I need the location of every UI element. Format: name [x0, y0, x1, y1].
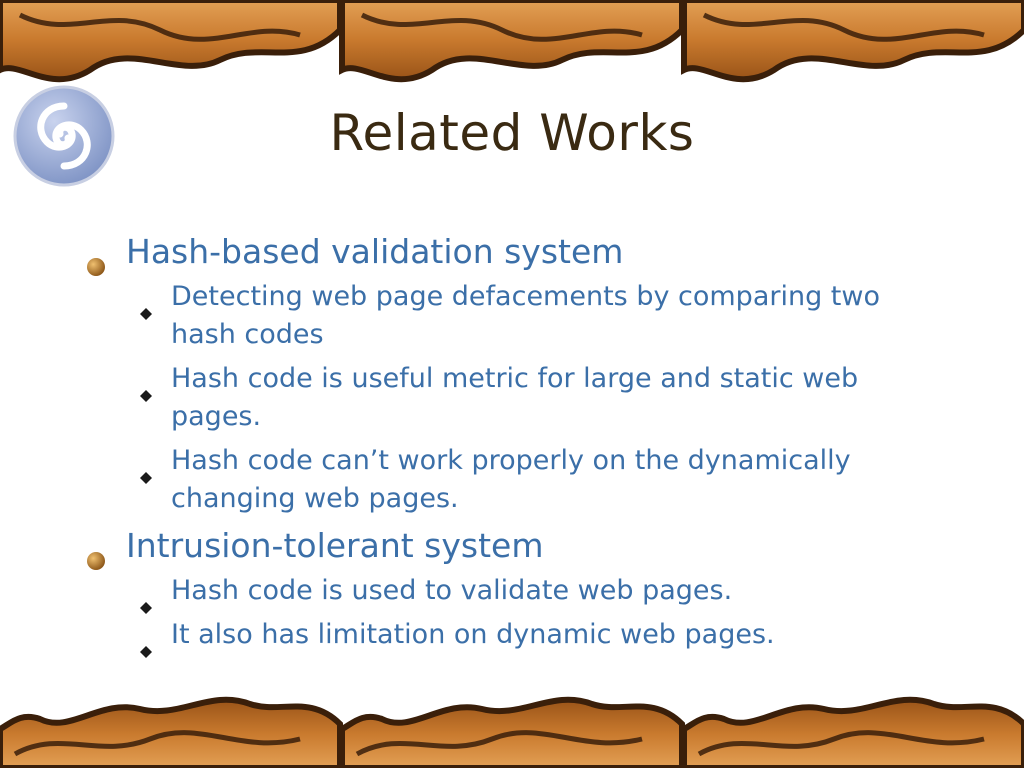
orb-bullet-icon	[86, 538, 106, 570]
sub-bullet-text: It also has limitation on dynamic web pa…	[171, 619, 775, 650]
sub-bullet-text: Detecting web page defacements by compar…	[171, 281, 880, 350]
diamond-bullet-icon	[140, 631, 152, 658]
diamond-bullet-icon	[140, 293, 152, 320]
bullet-text: Hash-based validation system	[126, 232, 624, 271]
diamond-bullet-icon	[140, 457, 152, 484]
sub-bullet-text: Hash code is useful metric for large and…	[171, 363, 859, 432]
wood-band-segment	[0, 696, 343, 768]
sub-bullet-text: Hash code can’t work properly on the dyn…	[171, 445, 851, 514]
sub-bullet-item: Detecting web page defacements by compar…	[86, 278, 946, 354]
wood-band-segment	[681, 0, 1024, 83]
bullet-item: Intrusion-tolerant system	[86, 524, 946, 570]
bottom-decorative-border	[0, 684, 1024, 768]
wood-band-segment	[681, 696, 1024, 768]
wood-band-segment	[339, 0, 685, 83]
sub-bullet-item: Hash code is useful metric for large and…	[86, 360, 946, 436]
wood-band-segment	[0, 0, 343, 83]
slide-body: Hash-based validation system Detecting w…	[86, 230, 946, 660]
sub-bullet-list: Detecting web page defacements by compar…	[86, 278, 946, 518]
top-decorative-border	[0, 0, 1024, 90]
slide-title: Related Works	[329, 104, 695, 162]
sub-bullet-item: Hash code is used to validate web pages.	[86, 572, 946, 614]
bullet-text: Intrusion-tolerant system	[126, 526, 544, 565]
sub-bullet-item: It also has limitation on dynamic web pa…	[86, 616, 946, 658]
diamond-bullet-icon	[140, 587, 152, 614]
swirl-logo-icon	[12, 84, 116, 188]
wood-band-segment	[339, 696, 685, 768]
sub-bullet-text: Hash code is used to validate web pages.	[171, 575, 733, 606]
bullet-item: Hash-based validation system	[86, 230, 946, 276]
orb-bullet-icon	[86, 244, 106, 276]
diamond-bullet-icon	[140, 375, 152, 402]
sub-bullet-list: Hash code is used to validate web pages.…	[86, 572, 946, 658]
sub-bullet-item: Hash code can’t work properly on the dyn…	[86, 442, 946, 518]
